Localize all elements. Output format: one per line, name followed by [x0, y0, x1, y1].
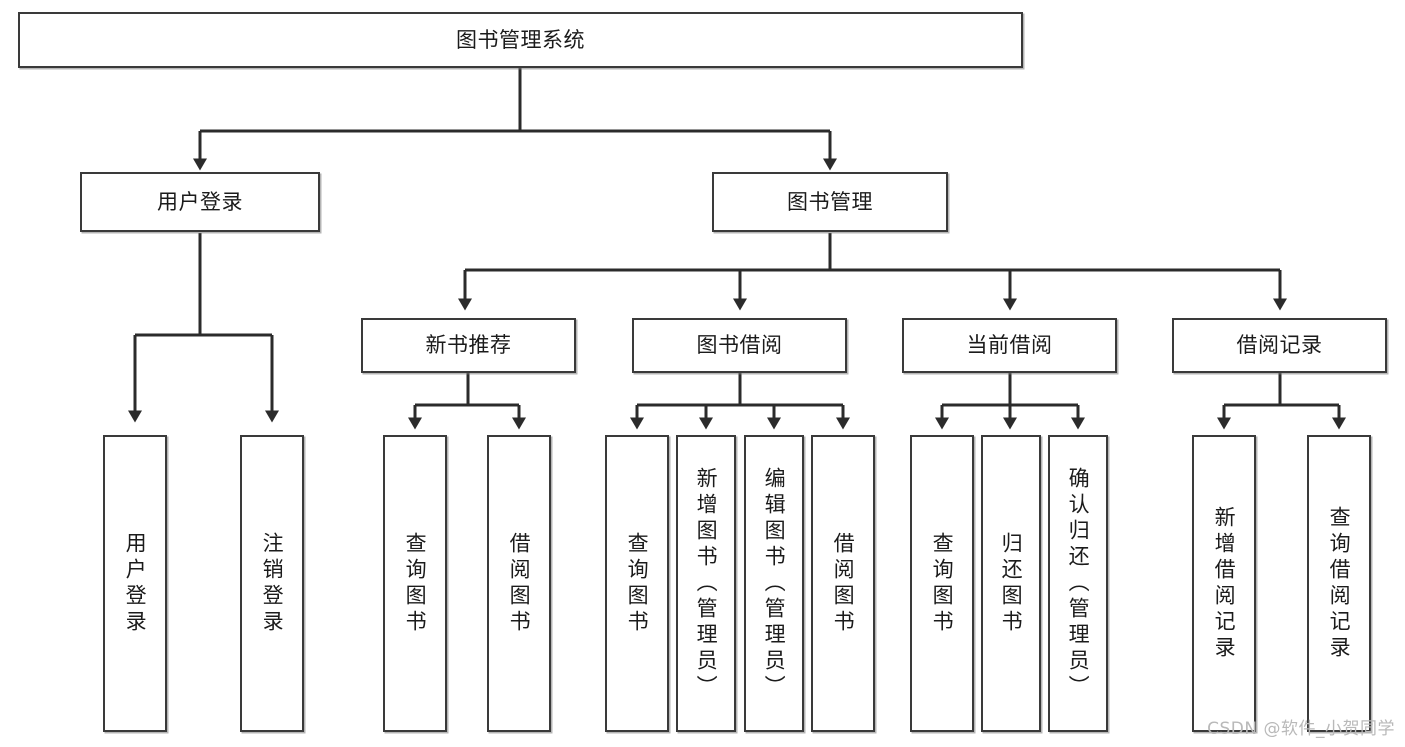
- node-label: 借阅图书: [507, 531, 532, 636]
- node-label: 借阅图书: [831, 531, 856, 636]
- node-label: 新增图书（管理员）: [694, 466, 719, 701]
- node-label: 查询图书: [930, 531, 955, 636]
- node-label: 新增借阅记录: [1212, 505, 1237, 662]
- node-root-book-management-system[interactable]: 图书管理系统: [18, 12, 1023, 68]
- node-label: 归还图书: [999, 531, 1024, 636]
- node-user-login[interactable]: 用户登录: [80, 172, 320, 232]
- node-label: 图书管理: [787, 189, 873, 214]
- leaf-bb-edit-book-admin[interactable]: 编辑图书（管理员）: [744, 435, 804, 732]
- node-label: 当前借阅: [966, 333, 1053, 358]
- node-label: 新书推荐: [425, 333, 512, 358]
- node-label: 图书管理系统: [456, 27, 585, 52]
- leaf-bb-borrow-book[interactable]: 借阅图书: [811, 435, 875, 732]
- node-label: 用户登录: [157, 189, 243, 214]
- node-label: 注销登录: [260, 531, 285, 636]
- node-label: 用户登录: [123, 531, 148, 636]
- node-borrow-record[interactable]: 借阅记录: [1172, 318, 1387, 373]
- leaf-cb-confirm-return-admin[interactable]: 确认归还（管理员）: [1048, 435, 1108, 732]
- leaf-logout[interactable]: 注销登录: [240, 435, 304, 732]
- leaf-br-query-record[interactable]: 查询借阅记录: [1307, 435, 1371, 732]
- node-label: 借阅记录: [1236, 333, 1323, 358]
- leaf-nb-query-book[interactable]: 查询图书: [383, 435, 447, 732]
- leaf-bb-add-book-admin[interactable]: 新增图书（管理员）: [676, 435, 736, 732]
- leaf-cb-return-book[interactable]: 归还图书: [981, 435, 1041, 732]
- node-label: 查询借阅记录: [1327, 505, 1352, 662]
- node-book-borrow[interactable]: 图书借阅: [632, 318, 847, 373]
- leaf-bb-query-book[interactable]: 查询图书: [605, 435, 669, 732]
- node-current-borrow[interactable]: 当前借阅: [902, 318, 1117, 373]
- leaf-br-add-record[interactable]: 新增借阅记录: [1192, 435, 1256, 732]
- node-new-book-recommend[interactable]: 新书推荐: [361, 318, 576, 373]
- node-label: 图书借阅: [696, 333, 783, 358]
- watermark-text: CSDN @软件_小贺同学: [1207, 719, 1395, 739]
- node-book-management[interactable]: 图书管理: [712, 172, 948, 232]
- node-label: 编辑图书（管理员）: [762, 466, 787, 701]
- leaf-user-login[interactable]: 用户登录: [103, 435, 167, 732]
- node-label: 确认归还（管理员）: [1066, 466, 1091, 701]
- node-label: 查询图书: [403, 531, 428, 636]
- leaf-nb-borrow-book[interactable]: 借阅图书: [487, 435, 551, 732]
- leaf-cb-query-book[interactable]: 查询图书: [910, 435, 974, 732]
- node-label: 查询图书: [625, 531, 650, 636]
